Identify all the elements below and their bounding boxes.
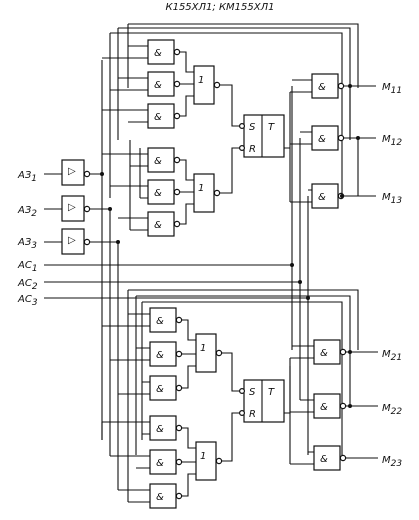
svg-text:1: 1: [200, 451, 206, 462]
output-m-12: М12: [382, 134, 402, 148]
svg-text:▷: ▷: [68, 235, 76, 246]
upper-nand-group-a: & & &: [102, 39, 181, 129]
lower-nand-group-a: & & &: [102, 307, 183, 401]
svg-text:АЗ1: АЗ1: [17, 170, 37, 184]
lower-bus-wires: [127, 289, 359, 470]
svg-text:R: R: [249, 409, 256, 420]
top-bus-wires: [109, 23, 359, 198]
svg-text:АС2: АС2: [17, 278, 38, 292]
svg-text:&: &: [318, 134, 326, 145]
output-m-11: М11: [382, 82, 402, 96]
input-az-3: АЗ3: [17, 237, 37, 251]
svg-text:М11: М11: [382, 82, 402, 96]
output-m-23: М23: [382, 455, 402, 469]
output-m-13: М13: [382, 192, 402, 206]
svg-text:&: &: [156, 384, 164, 395]
output-m-21: М21: [382, 349, 402, 363]
lower-nand-group-b: & & &: [101, 415, 183, 509]
svg-text:АЗ2: АЗ2: [17, 205, 37, 219]
input-ac-1: АС1: [17, 260, 38, 274]
svg-text:▷: ▷: [68, 202, 76, 213]
svg-text:&: &: [156, 492, 164, 503]
svg-text:1: 1: [198, 75, 204, 86]
svg-text:&: &: [156, 458, 164, 469]
svg-text:&: &: [320, 348, 328, 359]
svg-text:М22: М22: [382, 403, 402, 417]
svg-text:АС1: АС1: [17, 260, 38, 274]
svg-text:S: S: [249, 122, 256, 133]
input-az-2: АЗ2: [17, 205, 37, 219]
svg-text:&: &: [154, 80, 162, 91]
svg-text:&: &: [154, 112, 162, 123]
svg-text:1: 1: [200, 343, 206, 354]
svg-text:R: R: [249, 144, 256, 155]
input-ac-3: АС3: [17, 294, 38, 308]
input-ac-2: АС2: [17, 278, 38, 292]
input-az-1: АЗ1: [17, 170, 37, 184]
svg-text:&: &: [318, 192, 326, 203]
lower-rs-trigger: S R T: [222, 352, 291, 462]
svg-text:S: S: [249, 387, 256, 398]
buffer-gate-1: [61, 159, 85, 186]
svg-text:&: &: [156, 424, 164, 435]
svg-text:&: &: [318, 82, 326, 93]
svg-text:&: &: [320, 454, 328, 465]
svg-text:&: &: [154, 48, 162, 59]
svg-text:&: &: [154, 220, 162, 231]
upper-output-gates: & & &: [289, 73, 376, 209]
diagram-title: К155ХЛ1; КМ155ХЛ1: [165, 2, 274, 13]
svg-text:T: T: [268, 122, 275, 133]
upper-rs-trigger: S R T: [220, 84, 290, 194]
svg-text:1: 1: [198, 183, 204, 194]
svg-text:&: &: [320, 402, 328, 413]
svg-text:&: &: [156, 316, 164, 327]
svg-text:М21: М21: [382, 349, 402, 363]
svg-text:&: &: [154, 188, 162, 199]
svg-text:&: &: [156, 350, 164, 361]
svg-text:М13: М13: [382, 192, 402, 206]
svg-text:АС3: АС3: [17, 294, 38, 308]
svg-text:▷: ▷: [68, 166, 76, 177]
svg-text:&: &: [154, 156, 162, 167]
svg-text:М12: М12: [382, 134, 402, 148]
output-m-22: М22: [382, 403, 402, 417]
lower-output-gates: & & &: [289, 339, 378, 471]
svg-text:М23: М23: [382, 455, 402, 469]
svg-text:АЗ3: АЗ3: [17, 237, 37, 251]
upper-nand-group-b: & & &: [102, 140, 181, 237]
svg-text:T: T: [268, 387, 275, 398]
